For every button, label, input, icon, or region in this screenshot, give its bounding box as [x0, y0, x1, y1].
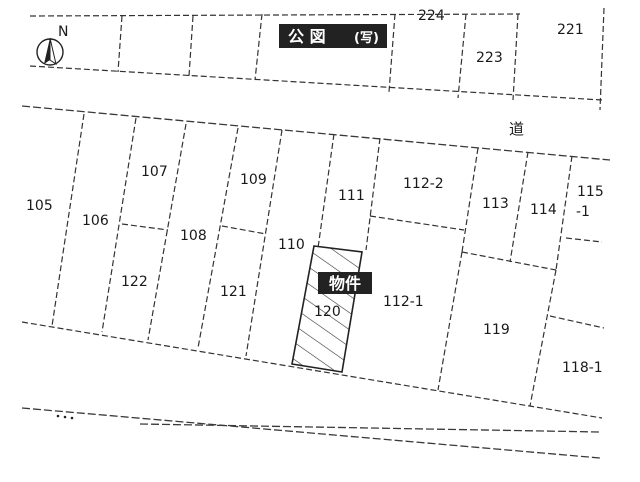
parcel-122: 122: [121, 274, 148, 290]
parcel-114: 114: [530, 202, 557, 218]
parcel-121: 121: [220, 284, 247, 300]
north-label: N: [58, 24, 68, 40]
parcel-120: 120: [314, 304, 341, 320]
road-label: 道: [509, 120, 524, 138]
property-badge: 物件: [318, 272, 372, 294]
parcel-111: 111: [338, 188, 365, 204]
parcel-108: 108: [180, 228, 207, 244]
parcel-112-2: 112-2: [403, 176, 444, 192]
parcel-105: 105: [26, 198, 53, 214]
south-road-lines: [21, 407, 601, 459]
parcel-109: 109: [240, 172, 267, 188]
parcel-110: 110: [278, 237, 305, 253]
map-title-suffix: (写): [354, 31, 379, 46]
map-title-badge: 公 図 (写): [279, 24, 387, 48]
parcel-224: 224: [418, 8, 445, 24]
parcel-115-1-top: 115: [577, 184, 604, 200]
parcel-223: 223: [476, 50, 503, 66]
survey-dot: [56, 414, 60, 418]
parcel-labels: 224 223 221 105 106 107 108 109 110 111 …: [26, 8, 604, 376]
map-title-prefix: 公 図: [288, 27, 326, 46]
survey-dot: [70, 416, 74, 420]
parcel-106: 106: [82, 213, 109, 229]
survey-dot: [63, 415, 67, 419]
parcel-113: 113: [482, 196, 509, 212]
parcel-221: 221: [557, 22, 584, 38]
property-label: 物件: [329, 274, 361, 293]
main-block-lines: [21, 113, 605, 419]
parcel-112-1: 112-1: [383, 294, 424, 310]
parcel-118-1: 118-1: [562, 360, 603, 376]
parcel-119: 119: [483, 322, 510, 338]
parcel-115-1-bottom: -1: [576, 204, 590, 220]
north-arrow-icon: N: [36, 24, 68, 66]
parcel-107: 107: [141, 164, 168, 180]
top-block-lines: [29, 7, 605, 111]
